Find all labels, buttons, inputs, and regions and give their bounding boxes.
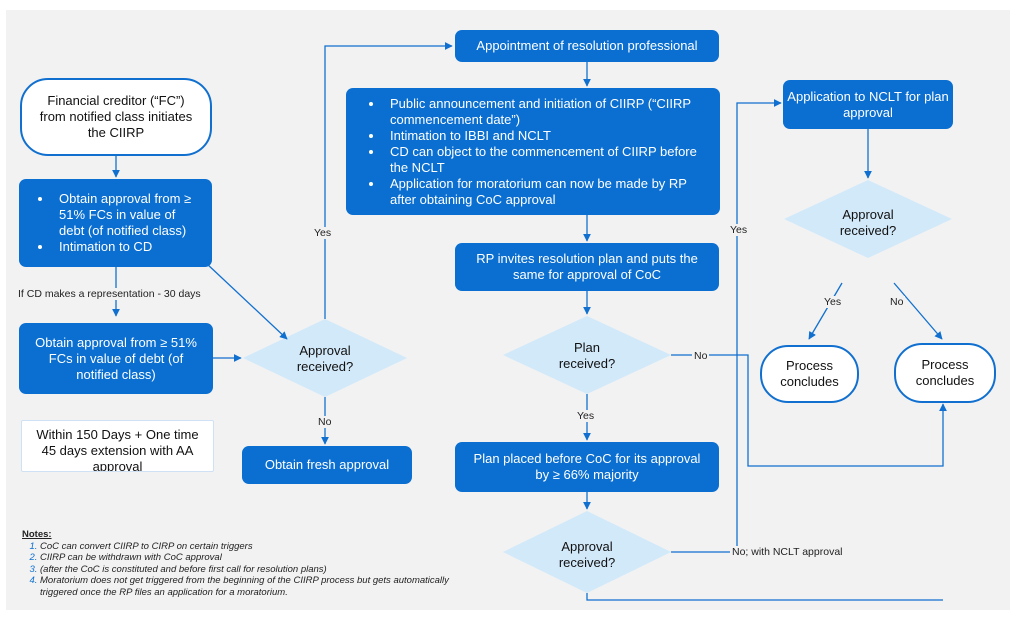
notes-section: Notes: CoC can convert CIIRP to CIRP on … <box>22 529 480 598</box>
appointment-rp-node: Appointment of resolution professional <box>455 30 719 62</box>
approval-item-1: Obtain approval from ≥ 51% FCs in value … <box>53 191 204 239</box>
no-nclt-label: No; with NCLT approval <box>730 546 845 558</box>
fc-initiates-text: Financial creditor (“FC”) from notified … <box>39 93 193 140</box>
rp-invites-node: RP invites resolution plan and puts the … <box>455 243 719 291</box>
notes-heading: Notes: <box>22 529 52 540</box>
no-left-label: No <box>316 416 334 428</box>
note-item-3: (after the CoC is constituted and before… <box>40 564 480 576</box>
note-item-2: CIIRP can be withdrawn with CoC approval <box>40 552 480 564</box>
process-concludes-text-2: Process concludes <box>915 357 975 388</box>
approval-debt-node: Obtain approval from ≥ 51% FCs in value … <box>19 323 213 394</box>
edge-approval-to-diamond1 <box>205 262 288 340</box>
announcement-item-2: Intimation to IBBI and NCLT <box>384 128 710 144</box>
announcement-item-1: Public announcement and initiation of CI… <box>384 96 710 128</box>
note-item-1: CoC can convert CIIRP to CIRP on certain… <box>40 541 480 553</box>
yes-left-label: Yes <box>312 227 334 239</box>
appointment-rp-text: Appointment of resolution professional <box>476 38 698 53</box>
cd-representation-label: If CD makes a representation - 30 days <box>16 288 203 300</box>
timeline-note-box: Within 150 Days + One time 45 days exten… <box>21 420 214 472</box>
plan-placed-node: Plan placed before CoC for its approval … <box>455 442 719 492</box>
yes-plan-label: Yes <box>575 410 597 422</box>
obtain-fresh-approval-text: Obtain fresh approval <box>264 457 390 472</box>
announcement-item-4: Application for moratorium can now be ma… <box>384 176 710 208</box>
process-concludes-text-1: Process concludes <box>780 358 839 389</box>
timeline-text: Within 150 Days + One time 45 days exten… <box>36 427 199 472</box>
decision-diamond-3 <box>503 511 671 593</box>
rp-invites-text: RP invites resolution plan and puts the … <box>476 251 698 282</box>
approval-received-3-label: Approval received? <box>839 207 897 238</box>
no-nclt-final-label: No <box>888 296 906 308</box>
fc-initiates-node: Financial creditor (“FC”) from notified … <box>20 78 212 156</box>
approval-received-2-label: Approval received? <box>558 539 616 570</box>
no-plan-label: No <box>692 350 710 362</box>
process-concludes-node-1: Process concludes <box>760 345 859 403</box>
approval-debt-text: Obtain approval from ≥ 51% FCs in value … <box>35 334 197 382</box>
announcement-node: Public announcement and initiation of CI… <box>346 88 720 215</box>
plan-received-label: Plan received? <box>558 340 616 371</box>
edge-diamond3-bottom <box>586 593 943 601</box>
approval-received-1-label: Approval received? <box>296 343 354 374</box>
edge-diamond2-no <box>671 354 947 467</box>
yes-right-label: Yes <box>728 224 750 236</box>
edge-diamond4-no <box>893 282 943 340</box>
edge-diamond4-yes <box>808 282 843 340</box>
approval-intimation-node: Obtain approval from ≥ 51% FCs in value … <box>19 179 212 267</box>
announcement-item-3: CD can object to the commencement of CII… <box>384 144 710 176</box>
process-concludes-node-2: Process concludes <box>894 343 996 403</box>
obtain-fresh-approval-node: Obtain fresh approval <box>242 446 412 484</box>
decision-diamond-4 <box>784 180 952 258</box>
application-nclt-text: Application to NCLT for plan approval <box>787 88 949 120</box>
decision-diamond-2 <box>503 316 671 394</box>
edge-diamond3-no <box>671 99 782 553</box>
plan-placed-text: Plan placed before CoC for its approval … <box>473 451 701 482</box>
application-nclt-node: Application to NCLT for plan approval <box>783 80 953 129</box>
approval-item-2: Intimation to CD <box>53 239 204 255</box>
yes-nclt-label: Yes <box>822 296 844 308</box>
note-item-4: Moratorium does not get triggered from t… <box>40 575 480 598</box>
